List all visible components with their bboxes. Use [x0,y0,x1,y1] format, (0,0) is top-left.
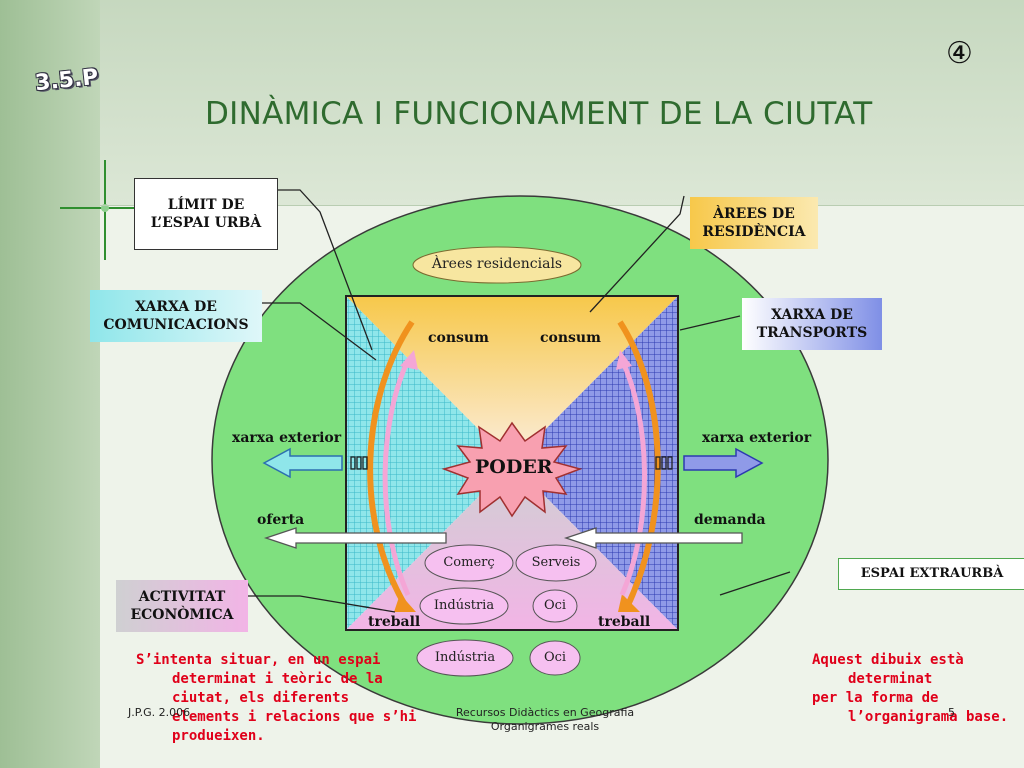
left-exterior-arrow [262,447,343,479]
outer-industria-oval: Indústria [434,650,496,665]
comerc-oval: Comerç [443,555,495,570]
industria-oval: Indústria [433,598,495,613]
extraurban-space-label: ESPAI EXTRAURBÀ [838,558,1024,590]
xarxa-exterior-right-label: xarxa exterior [702,430,812,446]
demanda-arrow [563,527,743,549]
footer-page-number: 5 [948,706,955,719]
top-triangle [346,296,678,463]
oferta-label: oferta [257,512,305,528]
poder-burst [441,421,583,518]
xarxa-exterior-left-label: xarxa exterior [232,430,342,446]
page-title: DINÀMICA I FUNCIONAMENT DE LA CIUTAT [205,96,873,132]
right-exterior-arrow [683,447,764,479]
footer-author: J.P.G. 2.006 [128,706,191,719]
bottom-triangle [346,463,678,630]
pink-arc-right [619,358,647,596]
limit-urban-space-label: LÍMIT DE L’ESPAI URBÀ [134,178,278,250]
oferta-arrow [263,527,447,549]
serveis-oval: Serveis [531,555,581,570]
pink-arc-left [382,358,411,597]
right-note: Aquest dibuix està determinat per la for… [812,652,1009,725]
orange-arc-right [617,320,661,607]
background-header [100,0,1024,205]
outer-oci-oval: Oci [543,650,567,665]
consum-left-label: consum [428,330,489,346]
poder-label: PODER [475,456,553,478]
orange-arc-left [367,320,415,607]
transport-network-label: XARXA DE TRANSPORTS [742,298,882,350]
background-left-band [0,0,100,768]
communications-network-label: XARXA DE COMUNICACIONS [90,290,262,342]
left-note: S’intenta situar, en un espai determinat… [136,652,417,744]
slide-number-symbol: ④ [946,36,973,71]
residential-areas-oval: Àrees residencials [431,256,563,272]
residence-areas-label: ÀREES DE RESIDÈNCIA [690,197,818,249]
consum-right-label: consum [540,330,601,346]
treball-left-label: treball [368,614,421,630]
footer-center: Recursos Didàctics en Geografia Organigr… [455,706,635,733]
demanda-label: demanda [694,512,766,528]
economic-activity-label: ACTIVITAT ECONÒMICA [116,580,248,632]
treball-right-label: treball [598,614,651,630]
oci-oval: Oci [543,598,567,613]
